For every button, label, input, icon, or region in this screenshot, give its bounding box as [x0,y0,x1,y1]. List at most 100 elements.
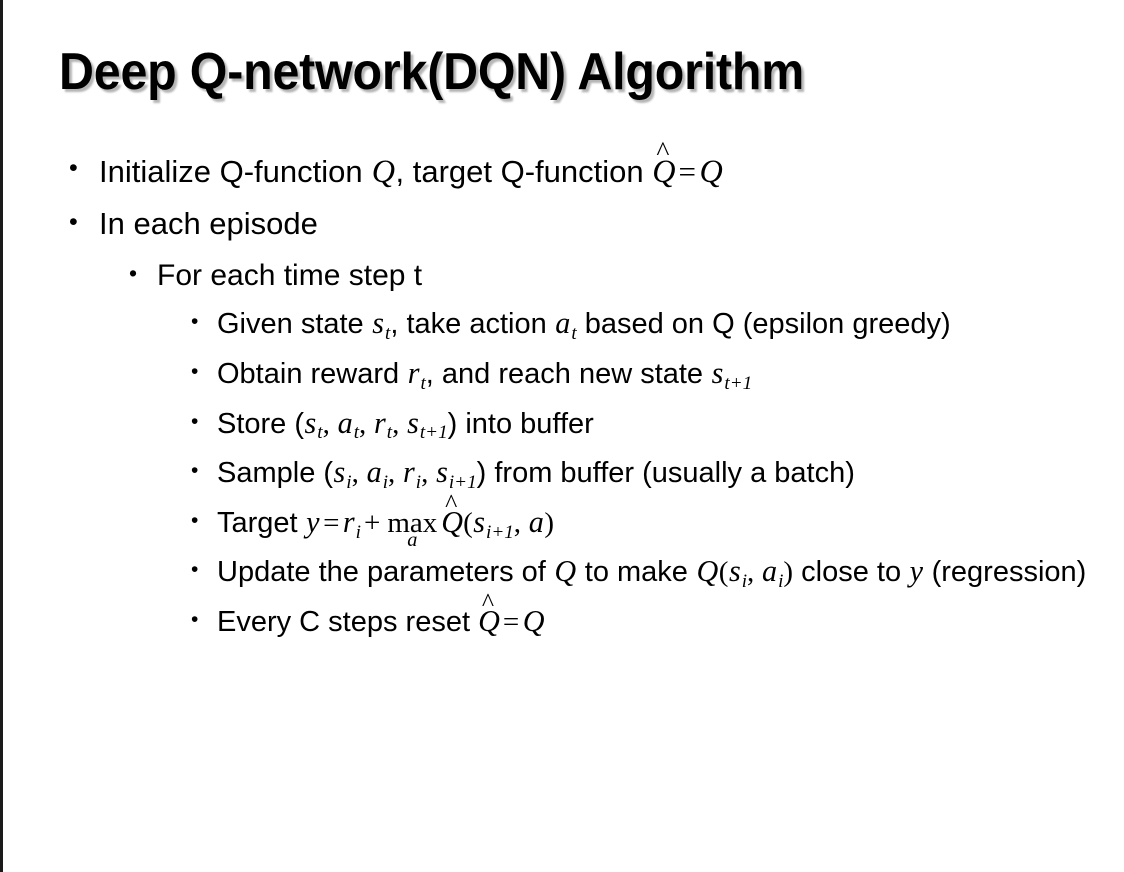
math-var-a: a [528,504,544,539]
bullet-in-each-episode: • In each episode [3,204,1124,245]
math-comma: , [388,457,403,490]
bullet-for-each-time-step-text: For each time step t [157,258,423,292]
math-var-q-hat: Q^ [652,137,676,193]
math-subscript-t: t [420,372,426,394]
circumflex-icon: ^ [481,588,495,618]
math-var-q-hat-base: Q [652,153,676,189]
math-comma: , [747,556,762,589]
bullet-list: • Initialize Q-function Q, target Q-func… [3,137,1124,649]
math-var-a: a [555,306,571,341]
math-comma: , [392,407,407,440]
bullet-glyph: • [191,558,199,582]
text-fragment: Update the parameters of [217,556,554,589]
bullet-initialize-q-text: Initialize Q-function Q, target Q-functi… [99,137,1124,193]
math-var-r: r [403,455,415,490]
math-op-max-underscript: a [407,528,418,551]
math-paren-open: ( [718,556,729,589]
math-var-q-hat: Q^ [441,490,464,542]
math-var-y: y [306,504,320,539]
math-comma: , [322,407,338,440]
math-var-s: s [372,306,384,341]
text-fragment: ) into buffer [447,407,594,440]
text-fragment: Initialize Q-function [99,154,372,189]
math-var-s: s [711,356,724,391]
math-var-q-function: Q [696,554,719,589]
math-var-r: r [342,504,355,539]
text-fragment: based on Q (epsilon greedy) [576,308,951,341]
math-comma: , [513,506,529,539]
math-subscript-i: i [415,471,422,493]
math-comma: , [359,407,374,440]
math-subscript-i: i [382,471,389,493]
bullet-given-state-text: Given state st, take action at based on … [217,304,1099,347]
math-var-q: Q [371,153,396,189]
circumflex-icon: ^ [445,488,458,518]
text-fragment: close to [793,556,910,589]
math-subscript-i-plus-1: i+1 [448,471,477,493]
bullet-sample-batch: • Sample (si, ai, ri, si+1) from buffer … [3,453,1124,496]
text-fragment: , target Q-function [395,154,653,189]
math-subscript-i: i [778,571,784,593]
math-var-q-hat-base: Q [441,504,464,539]
math-subscript-i: i [355,521,361,543]
math-comma: , [351,457,367,490]
text-fragment: Store ( [217,407,305,440]
bullet-given-state: • Given state st, take action at based o… [3,304,1124,347]
bullet-for-each-time-step: • For each time step t [3,256,1124,296]
math-subscript-t-plus-1: t+1 [419,422,448,444]
math-subscript-t: t [317,422,323,444]
bullet-glyph: • [129,259,138,286]
bullet-glyph: • [69,207,78,236]
math-var-y: y [909,554,924,589]
math-var-s: s [304,405,317,440]
math-var-q: Q [522,604,545,639]
bullet-glyph: • [191,459,199,483]
bullet-glyph: • [191,360,199,384]
bullet-store-transition-text: Store (st, at, rt, st+1) into buffer [217,404,1099,447]
math-subscript-i-plus-1: i+1 [486,521,514,543]
text-fragment: Every C steps reset [217,606,479,639]
math-paren-open: ( [463,506,473,539]
math-op-max-name: max [387,506,438,539]
bullet-initialize-q: • Initialize Q-function Q, target Q-func… [3,137,1124,193]
text-fragment: Given state [217,308,372,341]
math-var-a: a [366,455,382,490]
math-comma: , [421,457,436,490]
text-fragment: , and reach new state [425,358,712,391]
bullet-reset-target-network-text: Every C steps reset Q^=Q [217,590,1099,642]
bullet-glyph: • [191,310,199,334]
math-var-r: r [407,356,420,391]
math-var-a: a [337,405,353,440]
math-var-a: a [762,554,778,589]
slide-title: Deep Q-network(DQN) Algorithm [59,43,805,101]
math-var-s-next: s [407,405,419,440]
text-fragment: Target [217,506,306,539]
math-op-plus: + [364,506,381,539]
bullet-store-transition: • Store (st, at, rt, st+1) into buffer [3,404,1124,447]
math-subscript-i: i [741,571,748,593]
math-var-q-target: Q [699,153,723,189]
math-op-equals: = [323,506,340,539]
text-fragment: ) from buffer (usually a batch) [476,457,855,490]
bullet-sample-batch-text: Sample (si, ai, ri, si+1) from buffer (u… [217,453,1099,496]
math-op-equals: = [678,154,697,189]
bullet-glyph: • [69,154,78,182]
bullet-reset-target-network: • Every C steps reset Q^=Q [3,590,1124,642]
math-op-equals: = [502,606,520,639]
bullet-update-parameters: • Update the parameters of Q to make Q(s… [3,552,1124,595]
circumflex-icon: ^ [656,135,670,167]
math-var-r: r [374,405,386,440]
text-fragment: to make [576,556,696,589]
math-var-q: Q [554,554,577,589]
bullet-glyph: • [191,508,199,532]
bullet-obtain-reward-text: Obtain reward rt, and reach new state st… [217,354,1099,397]
text-fragment: , take action [390,308,555,341]
bullet-obtain-reward: • Obtain reward rt, and reach new state … [3,354,1124,397]
math-subscript-t: t [571,323,577,345]
math-var-s: s [333,455,346,490]
math-var-s-next: s [436,455,448,490]
text-fragment: Sample ( [217,457,334,490]
math-var-q-hat-base: Q [478,604,500,639]
text-fragment: Obtain reward [217,358,408,391]
